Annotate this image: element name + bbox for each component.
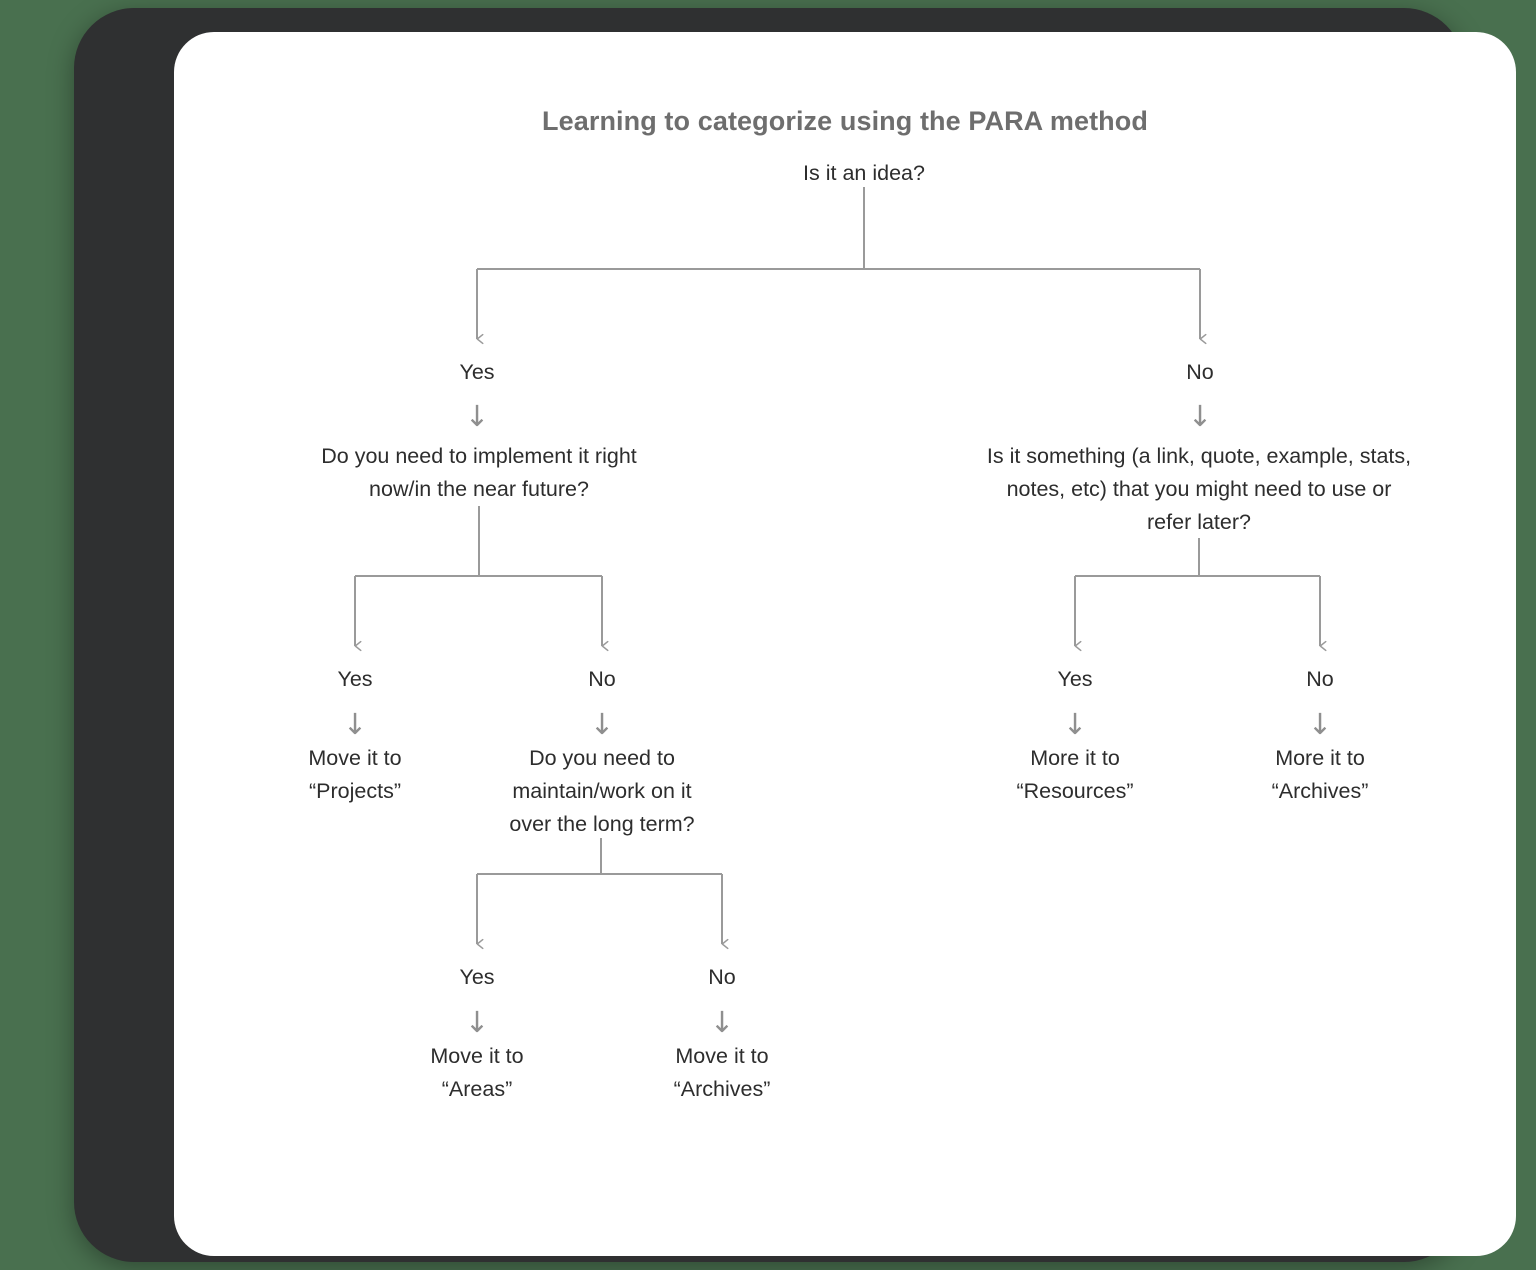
page-title: Learning to categorize using the PARA me… — [542, 106, 1148, 136]
arrow-down-icon-root-yes: ↓ — [464, 399, 490, 433]
node-question-maintain: Do you need to maintain/work on it over … — [509, 746, 695, 836]
arrow-down-icon-maintain-no: ↓ — [709, 1005, 735, 1039]
diagram-canvas: Learning to categorize using the PARA me… — [174, 32, 1516, 1256]
node-result-archives-right: More it to “Archives” — [1271, 746, 1369, 803]
edge-label-implement-no: No — [588, 667, 616, 691]
node-layer: Is it an idea? Yes No ↓ ↓ Do you need to… — [174, 32, 1516, 1256]
arrow-down-icon-something-yes: ↓ — [1062, 707, 1088, 741]
node-result-projects: Move it to “Projects” — [308, 746, 402, 803]
node-result-archives-bottom: Move it to “Archives” — [673, 1044, 771, 1101]
node-result-areas: Move it to “Areas” — [430, 1044, 524, 1101]
para-flowchart: Learning to categorize using the PARA me… — [174, 32, 1516, 1256]
node-question-something: Is it something (a link, quote, example,… — [986, 444, 1412, 534]
edge-label-root-no: No — [1186, 360, 1214, 384]
edge-label-root-yes: Yes — [459, 360, 495, 384]
arrow-down-icon-maintain-yes: ↓ — [464, 1005, 490, 1039]
edge-label-something-yes: Yes — [1057, 667, 1093, 691]
node-result-resources: More it to “Resources” — [1016, 746, 1134, 803]
edge-label-something-no: No — [1306, 667, 1334, 691]
arrow-down-icon-something-no: ↓ — [1307, 707, 1333, 741]
arrow-down-icon-root-no: ↓ — [1187, 399, 1213, 433]
arrow-down-icon-implement-yes: ↓ — [342, 707, 368, 741]
edge-label-maintain-yes: Yes — [459, 965, 495, 989]
node-question-implement: Do you need to implement it right now/in… — [321, 444, 637, 501]
node-root-question: Is it an idea? — [803, 161, 925, 185]
edge-label-implement-yes: Yes — [337, 667, 373, 691]
edge-label-maintain-no: No — [708, 965, 736, 989]
device-bezel: Learning to categorize using the PARA me… — [74, 8, 1516, 1262]
arrow-down-icon-implement-no: ↓ — [589, 707, 615, 741]
